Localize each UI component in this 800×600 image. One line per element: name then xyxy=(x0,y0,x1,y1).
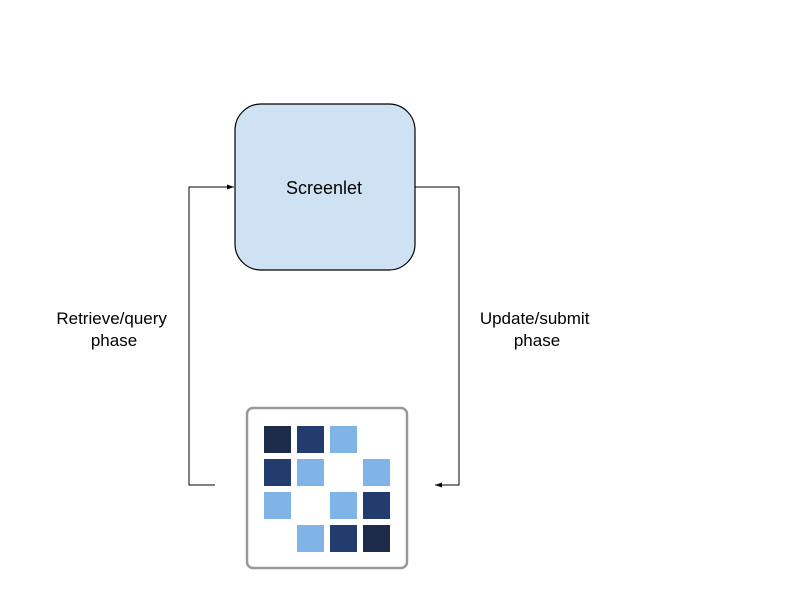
retrieve-arrow xyxy=(188,184,234,486)
update-arrow xyxy=(415,186,460,488)
grid-tile-light-blue xyxy=(363,459,390,486)
grid-tile-light-blue xyxy=(330,492,357,519)
grid-tile-navy xyxy=(264,426,291,453)
grid-tile-light-blue xyxy=(330,426,357,453)
grid-tile-light-blue xyxy=(297,525,324,552)
update-phase-label: Update/submit phase xyxy=(480,309,594,350)
grid-tile-navy xyxy=(363,525,390,552)
database-grid-icon xyxy=(245,406,409,570)
grid-tile-dark-blue xyxy=(363,492,390,519)
retrieve-phase-label: Retrieve/query phase xyxy=(56,309,171,350)
grid-tile-dark-blue xyxy=(330,525,357,552)
grid-tile-light-blue xyxy=(264,492,291,519)
grid-tile-dark-blue xyxy=(297,426,324,453)
data-grid-tiles xyxy=(264,426,390,552)
grid-tile-dark-blue xyxy=(264,459,291,486)
screenlet-node: Screenlet xyxy=(234,103,416,271)
grid-tile-light-blue xyxy=(297,459,324,486)
screenlet-label: Screenlet xyxy=(286,178,362,198)
